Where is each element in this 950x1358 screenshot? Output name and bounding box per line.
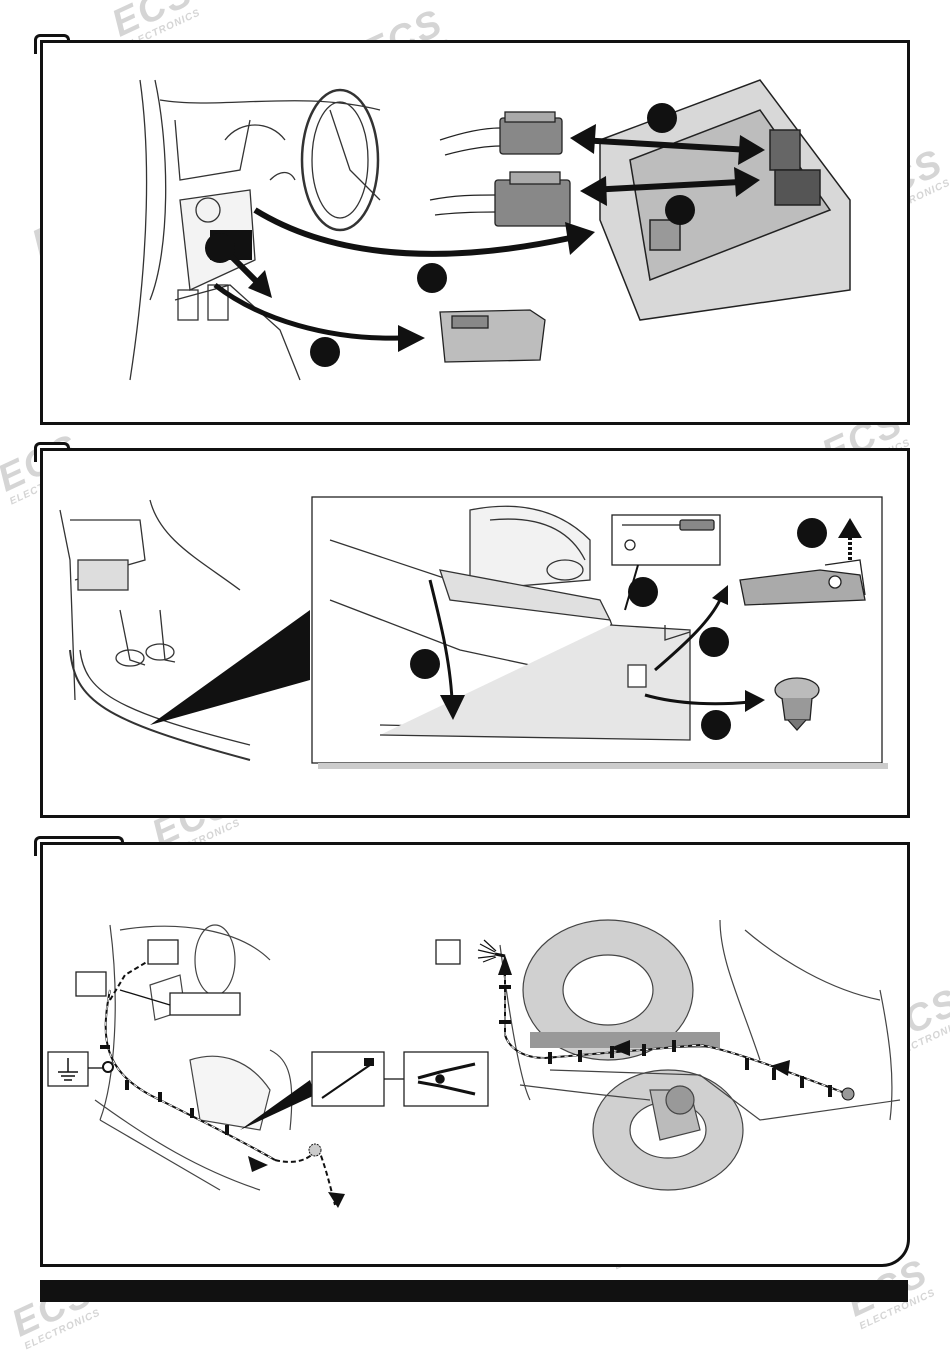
push-clip	[774, 677, 820, 731]
ground-point	[102, 1061, 114, 1073]
step-marker	[701, 710, 731, 740]
label-box	[147, 939, 179, 965]
cable-route-right	[504, 960, 851, 1096]
arrow-to-cover	[213, 283, 425, 352]
double-arrow-top	[570, 124, 765, 165]
step-marker	[647, 103, 677, 133]
footwell-illustration	[59, 499, 251, 761]
step-marker	[410, 649, 440, 679]
label-box	[435, 939, 461, 965]
arrow-to-handle	[654, 585, 728, 672]
rear-underbody-illustration	[499, 919, 901, 1191]
step-marker	[310, 337, 340, 367]
ground-icon	[47, 1051, 103, 1087]
step-marker	[417, 263, 447, 293]
sill-trim-illustration	[329, 505, 691, 741]
step-markers-panel-2	[410, 518, 827, 740]
route-arrow	[770, 1060, 790, 1076]
wire-bundle-icon	[477, 939, 506, 963]
detail-frame-shadow	[318, 763, 888, 769]
step-marker	[205, 233, 235, 263]
step-marker	[628, 577, 658, 607]
connector-top	[439, 111, 563, 156]
screwdriver-icon	[622, 519, 715, 551]
cover-panel	[439, 309, 546, 363]
big-arrow-to-panel	[253, 207, 595, 257]
zoom-wedge	[150, 610, 310, 725]
label-box	[75, 971, 107, 997]
footer-bar	[40, 1280, 908, 1302]
step-marker	[797, 518, 827, 548]
route-arrow	[498, 955, 512, 975]
arrow-remove-sill	[428, 579, 465, 720]
route-arrow	[248, 1156, 268, 1172]
fuse-panel-unit	[599, 79, 851, 321]
pull-handle	[739, 559, 866, 606]
arrow-to-clip	[644, 690, 765, 712]
step-marker	[699, 627, 729, 657]
cable-marks-right	[499, 985, 832, 1097]
label-box	[169, 992, 241, 1016]
step-markers-panel-1	[205, 103, 695, 367]
cable-marks-left	[100, 1045, 229, 1135]
connector-end	[841, 1087, 855, 1101]
connector-bottom	[429, 171, 571, 227]
tool-pointer-wedge	[240, 1080, 315, 1130]
cable-tie-icon	[311, 1051, 385, 1107]
grommet	[308, 1143, 322, 1157]
route-arrow	[610, 1040, 630, 1056]
double-arrow-bottom	[580, 167, 760, 206]
route-end-arrow	[328, 1192, 345, 1208]
side-cutter-icon	[403, 1051, 489, 1107]
route-up-path	[109, 959, 151, 1001]
interior-illustration	[94, 924, 293, 1191]
cable-route-left	[104, 989, 336, 1206]
arrow-up	[838, 518, 862, 560]
step-marker	[665, 195, 695, 225]
